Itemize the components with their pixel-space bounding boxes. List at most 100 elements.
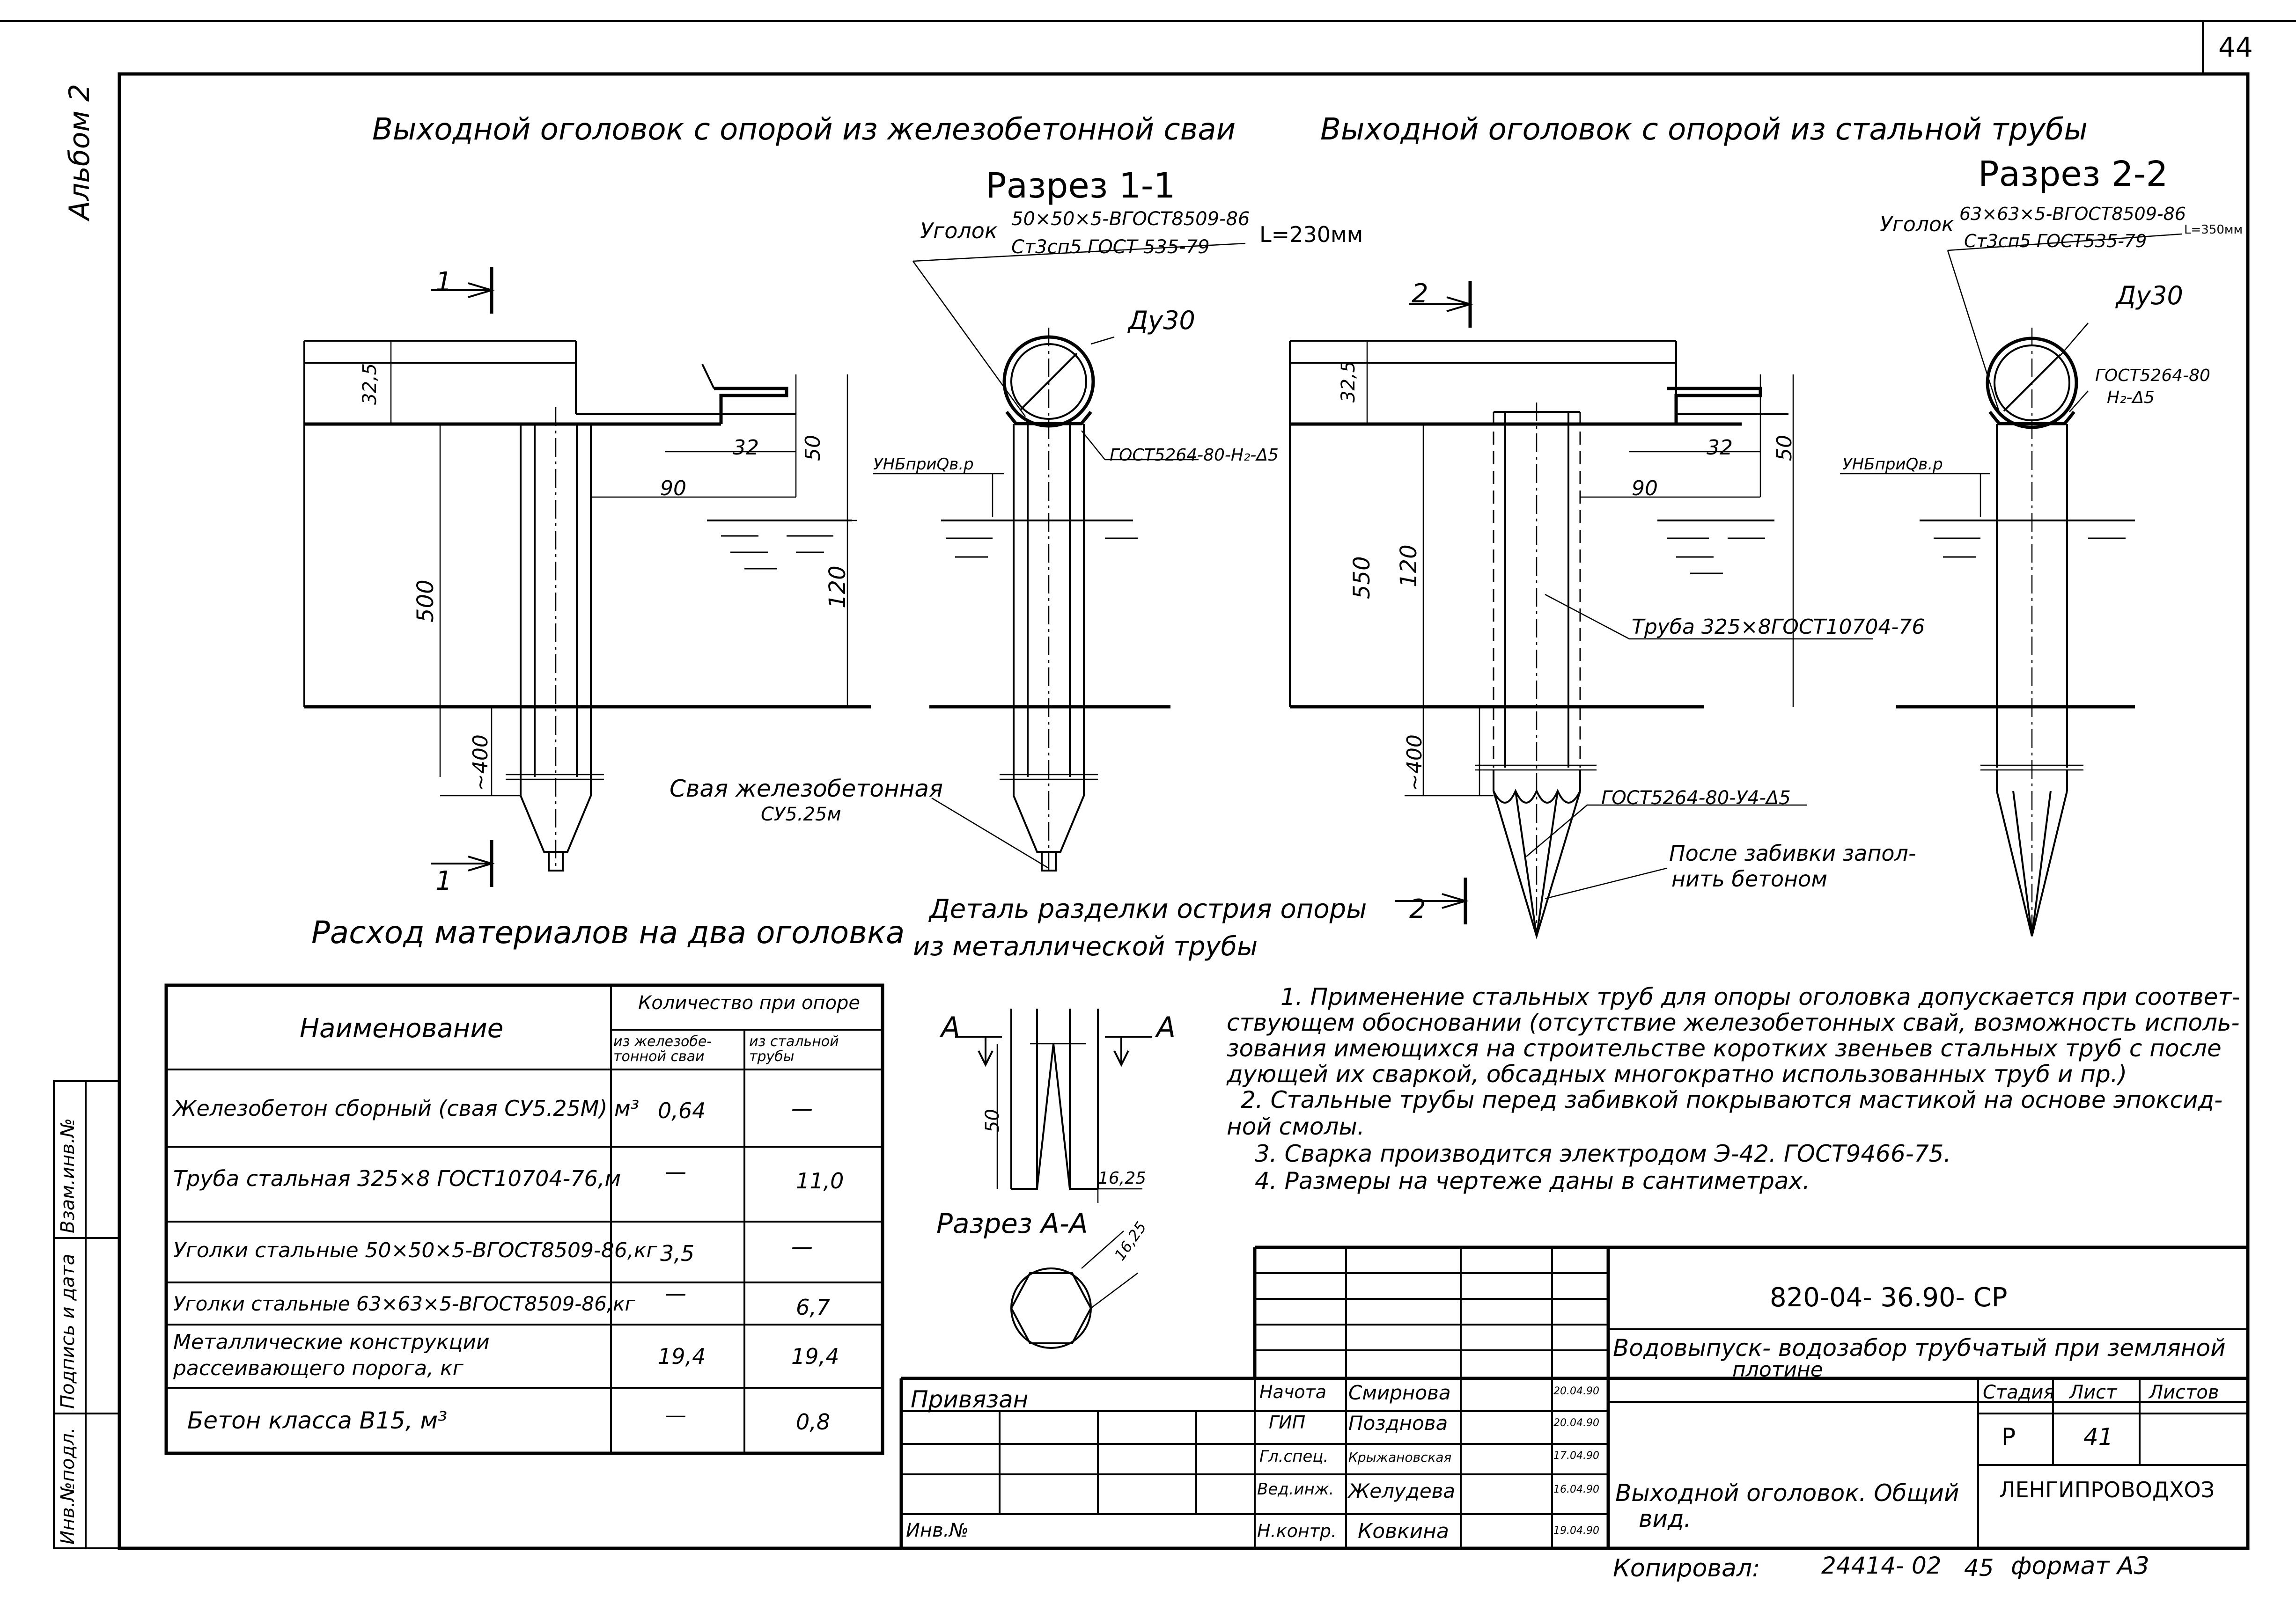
table-row-2-rc: —	[665, 1159, 686, 1184]
table-row-1-rc: 0,64	[658, 1098, 706, 1123]
table-row-3-rc: 3,5	[660, 1241, 695, 1266]
dim-left-400: ~400	[469, 734, 493, 791]
project-title-2: плотине	[1732, 1358, 1823, 1382]
angle-2-prefix: Уголок	[1880, 212, 1954, 236]
section-1-1-title: Разрез 1-1	[986, 166, 1176, 206]
dim-right-32: 32	[1707, 436, 1733, 460]
page-number: 44	[2218, 31, 2253, 63]
detail-a-left: А	[941, 1011, 961, 1044]
detail-title-1: Деталь разделки острия опоры	[929, 894, 1367, 924]
sheet-value: 41	[2083, 1423, 2113, 1450]
title-block-grid	[901, 1247, 2247, 1548]
dim-left-32: 32	[733, 436, 759, 460]
water-level-2-label: УНБприQв.р	[1842, 455, 1943, 474]
doc-code: 820-04- 36.90- СР	[1770, 1282, 2008, 1313]
table-row-5-steel: 19,4	[791, 1344, 839, 1369]
table-row-3-name: Уголки стальные 50×50×5-ВГОСТ8509-86,кг	[173, 1238, 657, 1262]
dim-left-120: 120	[824, 565, 851, 608]
dim-left-500: 500	[412, 579, 439, 623]
cut-1-bottom-label: 1	[435, 866, 452, 896]
order-number: 24414- 02	[1821, 1552, 1942, 1579]
note-line-7: 3. Сварка производится электродом Э-42. …	[1255, 1140, 1951, 1167]
stamp-role-4: Вед.инж.	[1257, 1480, 1334, 1499]
stamp-role-1: Начота	[1259, 1382, 1326, 1402]
detail-dim-50: 50	[982, 1109, 1003, 1133]
page-small: 45	[1964, 1554, 1994, 1582]
stamp-date-4: 16.04.90	[1553, 1484, 1599, 1495]
sheet-header: Лист	[2069, 1382, 2117, 1403]
stage-value: Р	[2002, 1423, 2016, 1450]
section-1-1-drawing	[873, 243, 1245, 871]
stamp-name-1: Смирнова	[1348, 1381, 1451, 1404]
detail-a-right: А	[1156, 1011, 1176, 1044]
table-row-4-steel: 6,7	[796, 1295, 831, 1320]
table-row-2-steel: 11,0	[796, 1168, 844, 1194]
weld-2-label-a: ГОСТ5264-80	[2095, 366, 2210, 385]
table-header-steel: из стальной трубы	[749, 1033, 839, 1065]
table-row-4-name: Уголки стальные 63×63×5-ВГОСТ8509-86,кг	[173, 1292, 635, 1315]
pipe-label: Труба 325×8ГОСТ10704-76	[1632, 615, 1925, 639]
left-view-drawing	[304, 267, 871, 887]
stamp-name-5: Ковкина	[1358, 1519, 1449, 1543]
note-line-8: 4. Размеры на чертеже даны в сантиметрах…	[1255, 1167, 1810, 1194]
cut-2-bottom-label: 2	[1409, 894, 1426, 924]
note-line-6: ной смолы.	[1227, 1113, 1365, 1140]
organization-name: ЛЕНГИПРОВОДХОЗ	[1999, 1477, 2215, 1502]
left-heading: Выходной оголовок с опорой из железобето…	[372, 112, 1236, 147]
after-driving-label-2: нить бетоном	[1671, 866, 1828, 892]
stamp-date-3: 17.04.90	[1553, 1450, 1599, 1462]
du-2-label: Ду30	[2116, 281, 2183, 310]
table-header-qty: Количество при опоре	[638, 992, 861, 1014]
angle-2-length: L=350мм	[2184, 223, 2243, 237]
table-row-3-steel: —	[791, 1234, 813, 1259]
dim-right-325: 32,5	[1338, 360, 1359, 403]
format-label: формат А3	[2011, 1552, 2149, 1580]
water-level-1-label: УНБприQв.р	[873, 455, 974, 474]
du-1-label: Ду30	[1128, 306, 1195, 335]
stamp-date-2: 20.04.90	[1553, 1417, 1599, 1429]
stamp-name-2: Позднова	[1348, 1412, 1448, 1435]
dim-left-50: 50	[801, 435, 825, 461]
note-line-4: дующей их сваркой, обсадных многократно …	[1227, 1061, 2127, 1088]
inv-label: Инв.№	[906, 1520, 969, 1541]
dim-right-50: 50	[1773, 435, 1796, 461]
right-heading: Выходной оголовок с опорой из стальной т…	[1320, 112, 2088, 147]
note-line-1: 1. Применение стальных труб для опоры ог…	[1280, 983, 2240, 1011]
cut-2-top-label: 2	[1412, 278, 1428, 309]
dim-right-90: 90	[1632, 476, 1658, 500]
stamp-date-1: 20.04.90	[1553, 1385, 1599, 1397]
detail-drawing	[955, 1009, 1152, 1348]
copy-label: Копировал:	[1613, 1554, 1760, 1582]
table-header-rc: из железобе-тонной сваи	[613, 1033, 712, 1065]
detail-dim-1625: 16,25	[1098, 1169, 1147, 1188]
dim-right-120: 120	[1396, 544, 1422, 587]
stage-header: Стадия	[1983, 1382, 2055, 1403]
angle-1-length: L=230мм	[1259, 222, 1363, 247]
table-row-6-rc: —	[665, 1402, 686, 1428]
stamp-role-2: ГИП	[1269, 1412, 1306, 1433]
album-label: Альбом 2	[63, 84, 96, 220]
materials-title: Расход материалов на два оголовка	[311, 915, 905, 951]
after-driving-label-1: После забивки запол-	[1669, 841, 1916, 866]
stamp-date-5: 19.04.90	[1553, 1525, 1599, 1537]
table-row-6-steel: 0,8	[796, 1409, 831, 1435]
note-line-2: ствующем обосновании (отсутствие железоб…	[1227, 1009, 2240, 1036]
table-row-5-rc: 19,4	[658, 1344, 706, 1369]
stamp-name-4: Желудева	[1348, 1479, 1456, 1502]
weld-1-label: ГОСТ5264-80-Н₂-Δ5	[1110, 446, 1279, 465]
table-header-name: Наименование	[300, 1013, 504, 1044]
pile-label-1: Свая железобетонная	[670, 775, 943, 802]
project-title-1: Водовыпуск- водозабор трубчатый при земл…	[1613, 1334, 2226, 1362]
section-2-2-drawing	[1840, 234, 2182, 936]
dim-left-90: 90	[660, 476, 686, 500]
pile-label-2: СУ5.25м	[761, 804, 841, 825]
materials-table-grid	[166, 985, 883, 1453]
stamp-role-3: Гл.спец.	[1259, 1447, 1329, 1466]
stamp-name-3: Крыжановская	[1348, 1450, 1452, 1465]
right-view-drawing	[1290, 281, 1873, 936]
weld-3-label: ГОСТ5264-80-У4-Δ5	[1601, 787, 1791, 809]
dim-left-325: 32,5	[359, 363, 381, 405]
angle-2-steel: Ст3сп5 ГОСТ535-79	[1964, 231, 2147, 251]
note-line-5: 2. Стальные трубы перед забивкой покрыва…	[1241, 1086, 2223, 1113]
